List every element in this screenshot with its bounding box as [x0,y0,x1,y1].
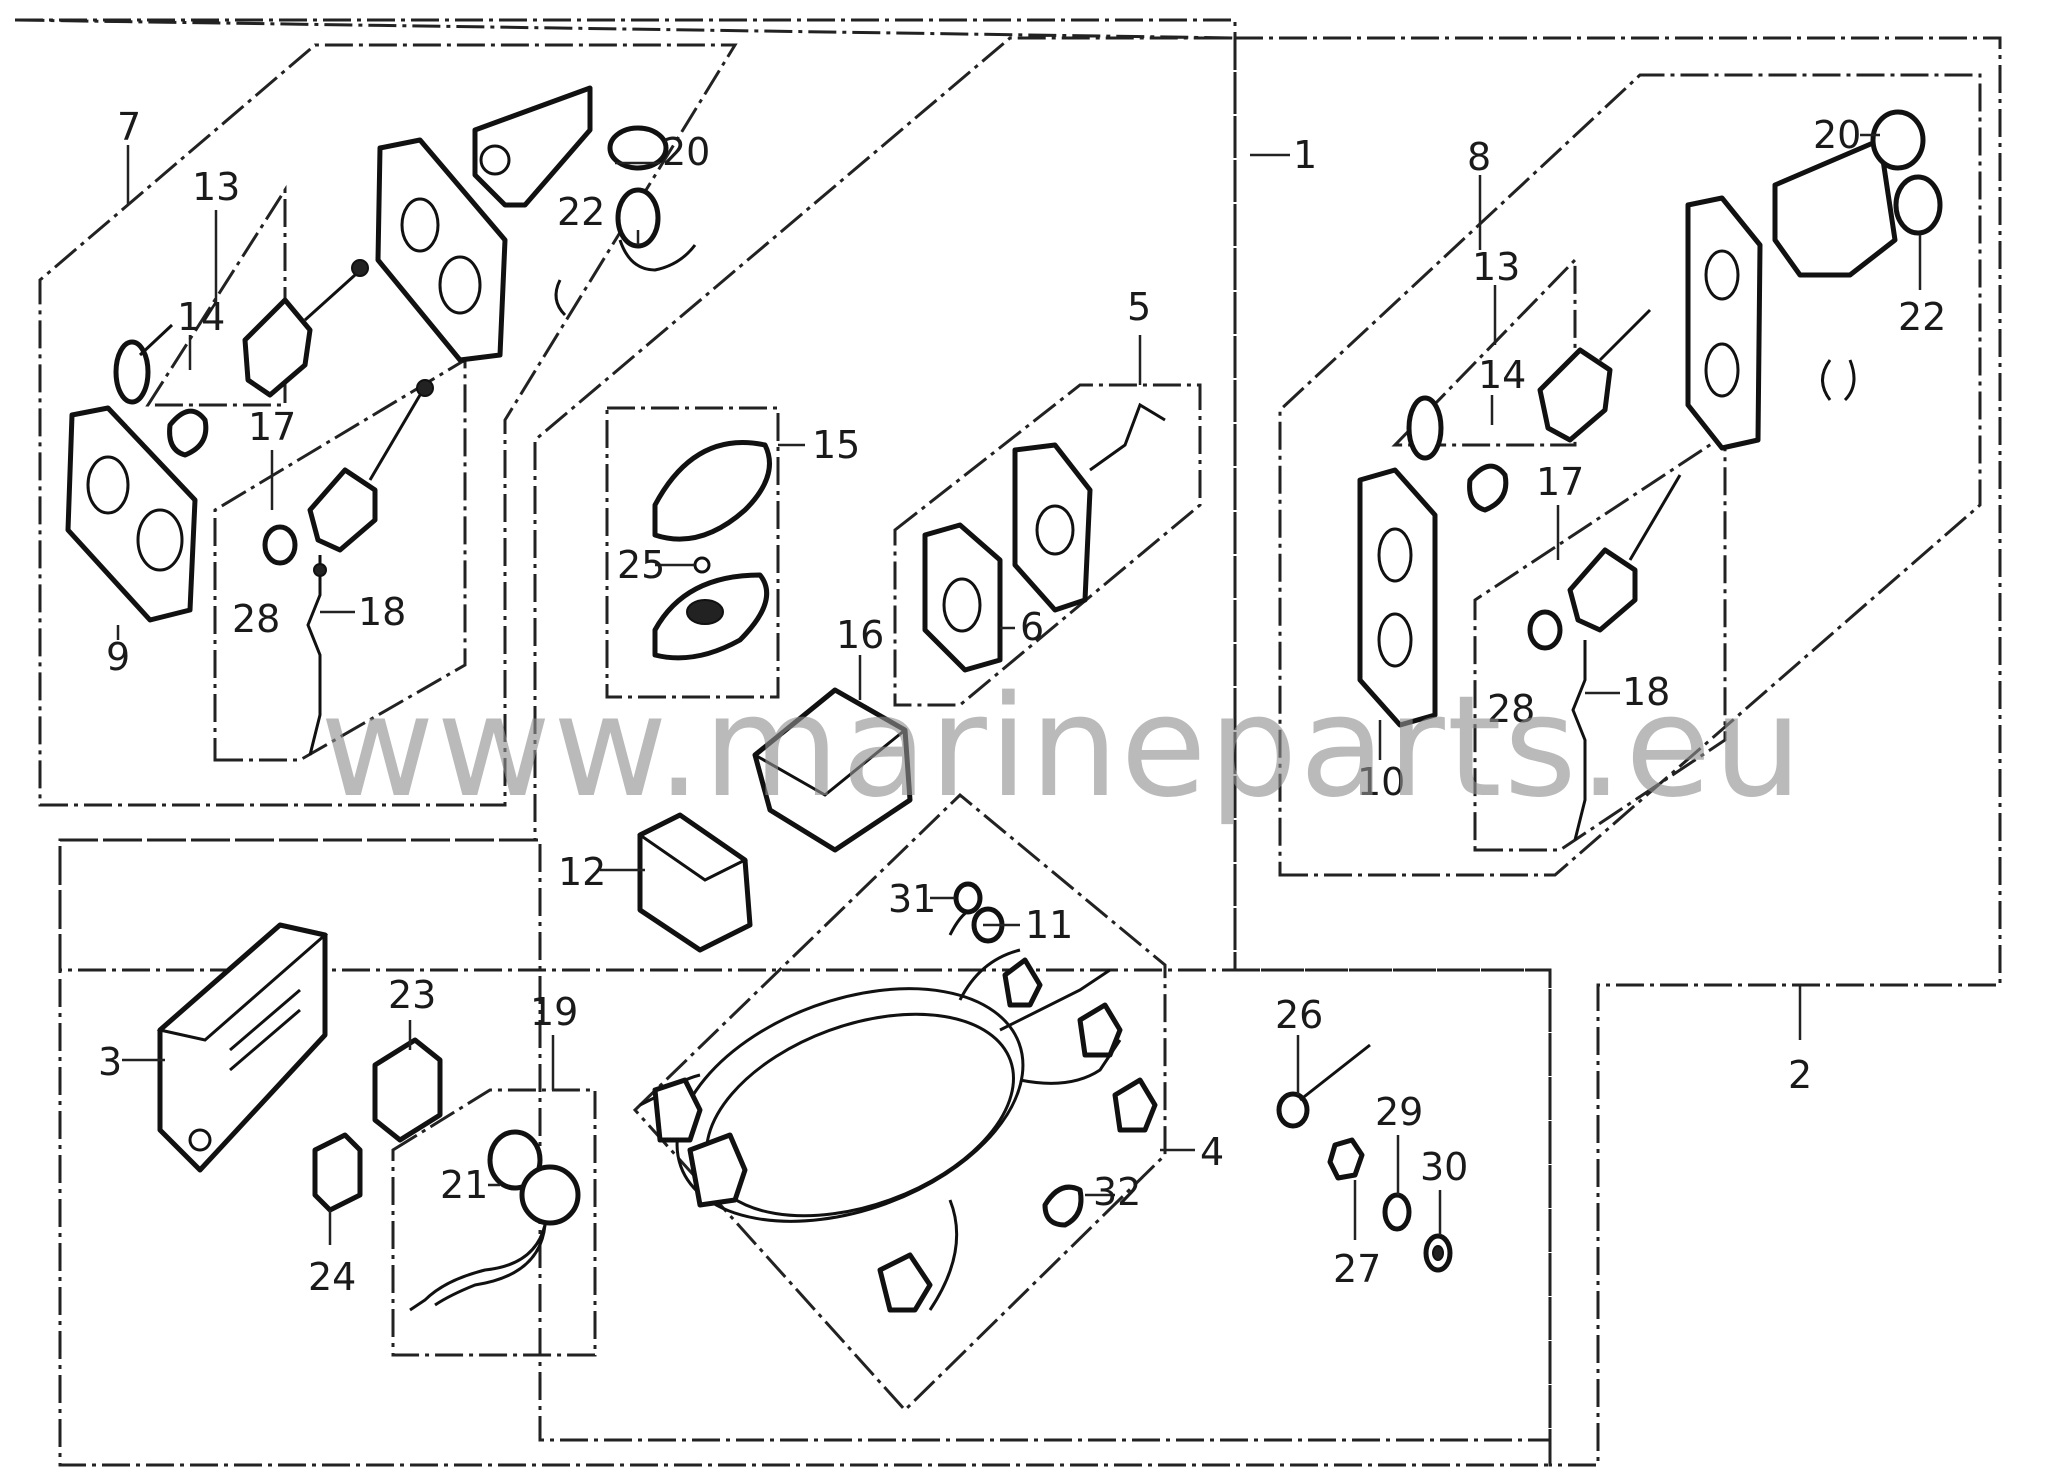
callout-6: 6 [1020,605,1044,649]
callout-28-right: 28 [1487,687,1535,731]
callout-27: 27 [1333,1247,1381,1291]
part-14-key-right [1406,395,1509,513]
part-12-cap [637,812,753,953]
callout-20-left: 20 [662,130,710,174]
callout-16: 16 [836,613,884,657]
part-13-ignition-switch [242,259,369,398]
callout-14-right: 14 [1478,353,1526,397]
part-9-panel-plate [65,405,198,623]
frame-kit-2 [1233,36,2002,1467]
part-29-washer [1382,1192,1412,1232]
part-18-lanyard [306,555,327,756]
callout-22-right: 22 [1898,295,1946,339]
part-bracket-right [1772,137,1898,278]
callout-18-right: 18 [1622,670,1670,714]
frame-group-19 [391,1088,597,1357]
callout-23: 23 [388,973,436,1017]
part-32-clip [1042,1184,1084,1228]
frame-group-8 [1278,73,1982,877]
part-13-ignition-switch-right [1537,308,1652,443]
part-cover-base [652,572,770,661]
kit-frames [14,18,2002,1467]
callout-numbers: 1 2 3 4 5 6 7 8 9 10 11 12 13 13 14 14 1… [98,105,1946,1299]
part-10-panel-plate [1357,467,1438,728]
callout-12: 12 [558,850,606,894]
part-28-nut-right [1527,609,1563,651]
part-27-nut [1327,1137,1365,1181]
part-22-switch-right [1821,174,1943,402]
part-gasket-right [1685,195,1763,451]
part-6-bezel [922,522,1003,673]
part-gasket-left [375,137,508,363]
part-16-control-unit [752,687,913,853]
callout-17-right: 17 [1536,460,1584,504]
part-18-lanyard-right [1571,640,1587,841]
part-20-cap [607,125,669,171]
callout-11: 11 [1025,903,1073,947]
part-5-panel-switch [1012,402,1166,613]
part-4-wire-harness [639,908,1158,1313]
part-17-stop-switch [307,379,434,553]
callout-10: 10 [1357,760,1405,804]
callout-25: 25 [617,543,665,587]
callout-15: 15 [812,423,860,467]
part-14-key [113,323,209,458]
leader-lines [116,133,1922,1245]
part-17-stop-switch-right [1567,474,1682,633]
callout-29: 29 [1375,1090,1423,1134]
callout-7: 7 [117,105,141,149]
part-21-buzzer [409,1129,581,1312]
part-28-nut [262,524,298,566]
callout-2: 2 [1788,1053,1812,1097]
part-31-grommet [953,881,983,915]
callout-13-right: 13 [1472,245,1520,289]
callout-22-left: 22 [557,190,605,234]
callout-21: 21 [440,1163,488,1207]
frame-group-7 [38,43,738,807]
watermark-text: www.marineparts.eu [320,666,1804,829]
callout-28-left: 28 [232,597,280,641]
part-25-oring [693,556,711,574]
frame-group-15 [605,406,780,699]
part-22-switch [554,187,697,317]
frame-group-17-right [1473,432,1727,852]
callout-30: 30 [1420,1145,1468,1189]
callout-8: 8 [1467,135,1491,179]
frame-lower-group [58,838,1552,1442]
callout-24: 24 [308,1255,356,1299]
part-26-bolt [1276,1043,1371,1129]
callout-13-left: 13 [192,165,240,209]
parts [65,85,1943,1313]
callout-3: 3 [98,1040,122,1084]
callout-19: 19 [530,990,578,1034]
part-3-bracket [156,922,329,1173]
callout-31: 31 [888,877,936,921]
part-23-connector [372,1037,443,1143]
frame-group-13-right [1391,256,1577,447]
frame-group-17-left [213,357,467,762]
part-24-connector [312,1132,363,1213]
part-bracket-left [472,85,593,208]
callout-26: 26 [1275,993,1323,1037]
callout-18-left: 18 [358,590,406,634]
part-20-cap-right [1870,109,1926,171]
callout-32: 32 [1093,1170,1141,1214]
callout-14-left: 14 [177,295,225,339]
callout-20-right: 20 [1813,113,1861,157]
frame-group-4 [632,792,1167,1413]
callout-4: 4 [1200,1130,1224,1174]
callout-17-left: 17 [248,405,296,449]
callout-1: 1 [1293,133,1317,177]
callout-5: 5 [1127,285,1151,329]
part-15-cover [652,440,772,542]
frame-group-5 [893,383,1202,707]
part-30-washer [1423,1233,1453,1273]
callout-9: 9 [106,635,130,679]
